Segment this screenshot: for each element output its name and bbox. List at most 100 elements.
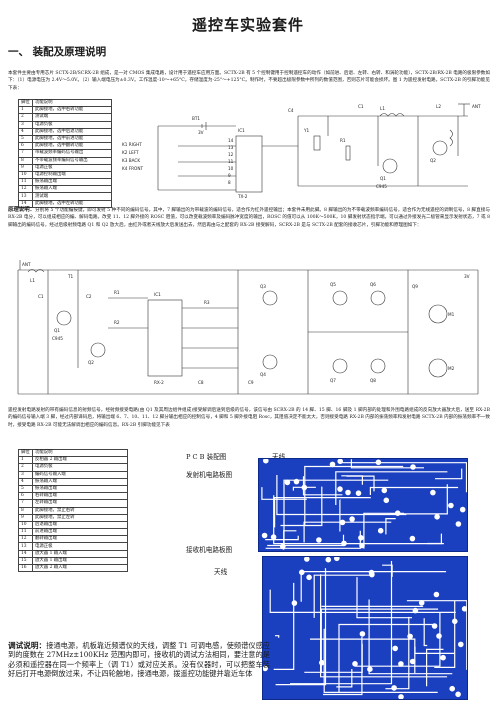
- pin-function: 振荡输入端: [32, 185, 112, 194]
- schematic-label: Q8: [370, 378, 376, 383]
- pcb-pad: [383, 497, 390, 504]
- pin-function: 后退输出端: [32, 520, 128, 530]
- schematic-label: RX-2: [154, 380, 164, 385]
- page-title: 遥控车实验套件: [191, 16, 304, 34]
- pcb-pad: [449, 685, 456, 692]
- y1-crystal: [313, 135, 321, 151]
- pcb-trace: [275, 635, 280, 638]
- ic-pin-number: 14: [228, 138, 234, 143]
- schematic-label: K4 FRONT: [122, 166, 143, 171]
- pcb-pad: [349, 516, 355, 522]
- pcb-pad: [355, 490, 362, 497]
- pin-number: 6: [18, 492, 33, 501]
- schematic-label: C4: [288, 108, 294, 113]
- schematic-label: T1: [67, 274, 74, 279]
- principle-paragraph: 原理说明：分别将 5 个功能编按键，即可发射 5 种不同的编码信号。其中，7 脚…: [8, 207, 490, 229]
- schematic-label: M1: [448, 312, 455, 317]
- pcb-pad: [440, 654, 446, 661]
- pin-number: 4: [18, 477, 33, 486]
- pcb-trace: [338, 623, 435, 693]
- section-heading: 一、 装配及原理说明: [8, 46, 107, 58]
- r1-resistor: [345, 145, 351, 161]
- rx-q5-transistor: [332, 290, 348, 306]
- pcb-pad: [318, 659, 325, 666]
- pcb-pad: [345, 489, 351, 496]
- pin-function: 右转输出端: [32, 492, 128, 501]
- pcb-trace: [385, 616, 410, 690]
- ic-pin-number: 12: [228, 152, 234, 157]
- pcb-trace: [356, 577, 412, 619]
- principle-text: 分别将 5 个功能编按键，即可发射 5 种不同的编码信号。其中，7 脚输出的为带…: [8, 208, 490, 228]
- pcb-trace: [303, 521, 392, 543]
- pcb-pad: [291, 600, 298, 606]
- pcb-trace: [342, 462, 467, 493]
- pin-number: 9: [18, 163, 33, 172]
- pcb-trace: [427, 533, 442, 545]
- antenna-label-tx: 天线: [272, 453, 286, 461]
- pcb-trace: [390, 484, 448, 515]
- pcb-trace: [346, 475, 375, 492]
- pcb-trace: [269, 589, 456, 613]
- pin-number: 7: [18, 499, 33, 508]
- pin-number: 4: [18, 127, 33, 136]
- schematic-label: L1: [30, 278, 35, 283]
- pin-function: 振荡输出端: [32, 178, 112, 187]
- pcb-trace: [369, 486, 459, 495]
- pin-number: 10: [18, 170, 33, 180]
- pin-function: 此脚接地，选中左转功能: [32, 199, 112, 208]
- pcb-pad: [431, 623, 438, 629]
- pcb-trace: [335, 471, 448, 505]
- ic-pin-number: 8: [228, 180, 231, 185]
- pcb-pad: [284, 479, 291, 486]
- intro-paragraph: 本套件主要由专用芯片 SCTX-2B/SCRX-2B 组成，是一对 CMOS 集…: [8, 71, 490, 91]
- schematic-label: IC1: [238, 128, 245, 133]
- receiver-paragraph: 遥控发射电路发射的带有编码信息的射频信号，经射频接受电路(由 Q1 及其周边组件…: [8, 408, 490, 428]
- pcb-pad: [329, 461, 336, 468]
- pcb-trace: [313, 574, 371, 618]
- ic-pin-number: 13: [228, 145, 234, 150]
- pin-number: 13: [18, 542, 33, 551]
- pin-function: 电源负极: [32, 120, 112, 129]
- l1-coil: [379, 113, 405, 117]
- pcb-pad: [337, 459, 343, 465]
- pcb-pad: [448, 502, 454, 509]
- pin-function: 此脚接地，选中翻转功能: [32, 142, 112, 151]
- pin-number: 13: [18, 192, 33, 201]
- rx-board-label: 接收机电路板图: [186, 546, 233, 554]
- schematic-label: Y1: [303, 128, 310, 133]
- schematic-label: ANT: [22, 262, 31, 267]
- pcb-pad: [459, 506, 466, 513]
- ic-pin-number: 10: [228, 166, 234, 171]
- schematic-label: R1: [340, 138, 346, 143]
- rx-q2-transistor: [90, 342, 106, 358]
- pin-function: 振荡输出端: [32, 484, 128, 494]
- pin-number: 11: [18, 178, 33, 187]
- pin-function: 前进输出端: [32, 528, 128, 537]
- rx-q7-transistor: [332, 358, 348, 374]
- pin-function: 振荡输入端: [32, 477, 128, 486]
- pcb-trace: [406, 600, 467, 670]
- schematic-label: BT1: [192, 116, 200, 121]
- pcb-trace: [336, 669, 353, 688]
- pin-function: 此脚接地，选中后退功能: [32, 127, 112, 136]
- pcb-pad: [337, 486, 343, 492]
- schematic-label: K2 LEFT: [122, 150, 139, 155]
- pin-function: 电源正极: [32, 542, 128, 551]
- rx-q4-transistor: [262, 354, 278, 370]
- debug-heading: 调试说明：: [8, 641, 47, 650]
